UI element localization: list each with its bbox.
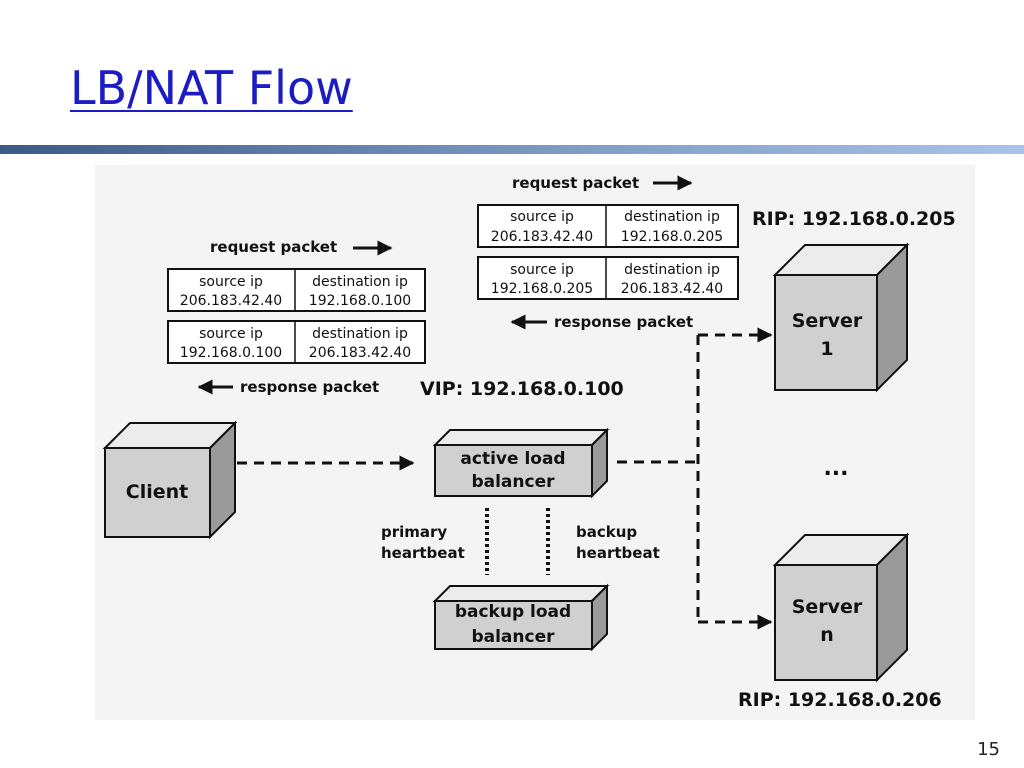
backup-load-balancer-node: backup load balancer (432, 583, 610, 652)
primary-heartbeat-label-line2: heartbeat (381, 544, 465, 562)
header-destination-ip: destination ip (624, 209, 720, 225)
header-destination-ip: destination ip (624, 262, 720, 278)
active-load-balancer-node: active load balancer (432, 427, 610, 499)
backup-load-balancer-label-line2: balancer (471, 627, 555, 647)
server-1-node: Server 1 (772, 242, 910, 393)
backup-heartbeat-label-line1: backup (576, 523, 637, 541)
active-load-balancer-label-line1: active load (460, 449, 565, 469)
source-ip-value: 206.183.42.40 (180, 293, 282, 309)
server-n-label-line2: n (820, 624, 834, 646)
destination-ip-value: 192.168.0.100 (309, 293, 411, 309)
response-packet-label-right: response packet (554, 313, 693, 331)
client-label: Client (126, 481, 188, 503)
server-n-label-line1: Server (792, 596, 863, 618)
destination-ip-value: 206.183.42.40 (621, 281, 723, 297)
header-source-ip: source ip (199, 326, 263, 342)
more-servers-ellipsis: ... (823, 456, 848, 481)
packet-table-right-request: source ip destination ip 206.183.42.40 1… (477, 204, 739, 248)
rip-label-server-1: RIP: 192.168.0.205 (752, 208, 956, 230)
rip-label-server-n: RIP: 192.168.0.206 (738, 689, 942, 711)
source-ip-value: 192.168.0.205 (491, 281, 593, 297)
slide-title: LB/NAT Flow (70, 61, 353, 115)
header-destination-ip: destination ip (312, 274, 408, 290)
client-node: Client (102, 420, 238, 540)
backup-heartbeat-label-line2: heartbeat (576, 544, 660, 562)
server-n-node: Server n (772, 532, 910, 683)
lb-nat-diagram: request packet source ip destination ip … (95, 165, 975, 720)
server-1-label-line2: 1 (820, 338, 833, 360)
packet-table-right-response: source ip destination ip 192.168.0.205 2… (477, 256, 739, 300)
response-packet-label-left: response packet (240, 378, 379, 396)
primary-heartbeat-label-line1: primary (381, 523, 447, 541)
request-packet-label-left: request packet (210, 238, 337, 256)
packet-table-left-response: source ip destination ip 192.168.0.100 2… (167, 320, 426, 364)
source-ip-value: 206.183.42.40 (491, 229, 593, 245)
packet-table-left-request: source ip destination ip 206.183.42.40 1… (167, 268, 426, 312)
active-load-balancer-label-line2: balancer (471, 472, 555, 492)
backup-load-balancer-label-line1: backup load (455, 602, 571, 622)
page-number: 15 (977, 739, 1000, 760)
destination-ip-value: 192.168.0.205 (621, 229, 723, 245)
destination-ip-value: 206.183.42.40 (309, 345, 411, 361)
header-source-ip: source ip (510, 209, 574, 225)
vip-label: VIP: 192.168.0.100 (420, 378, 624, 400)
header-destination-ip: destination ip (312, 326, 408, 342)
header-source-ip: source ip (510, 262, 574, 278)
request-packet-label-right: request packet (512, 174, 639, 192)
source-ip-value: 192.168.0.100 (180, 345, 282, 361)
server-1-label-line1: Server (792, 310, 863, 332)
title-divider-bar (0, 145, 1024, 154)
header-source-ip: source ip (199, 274, 263, 290)
